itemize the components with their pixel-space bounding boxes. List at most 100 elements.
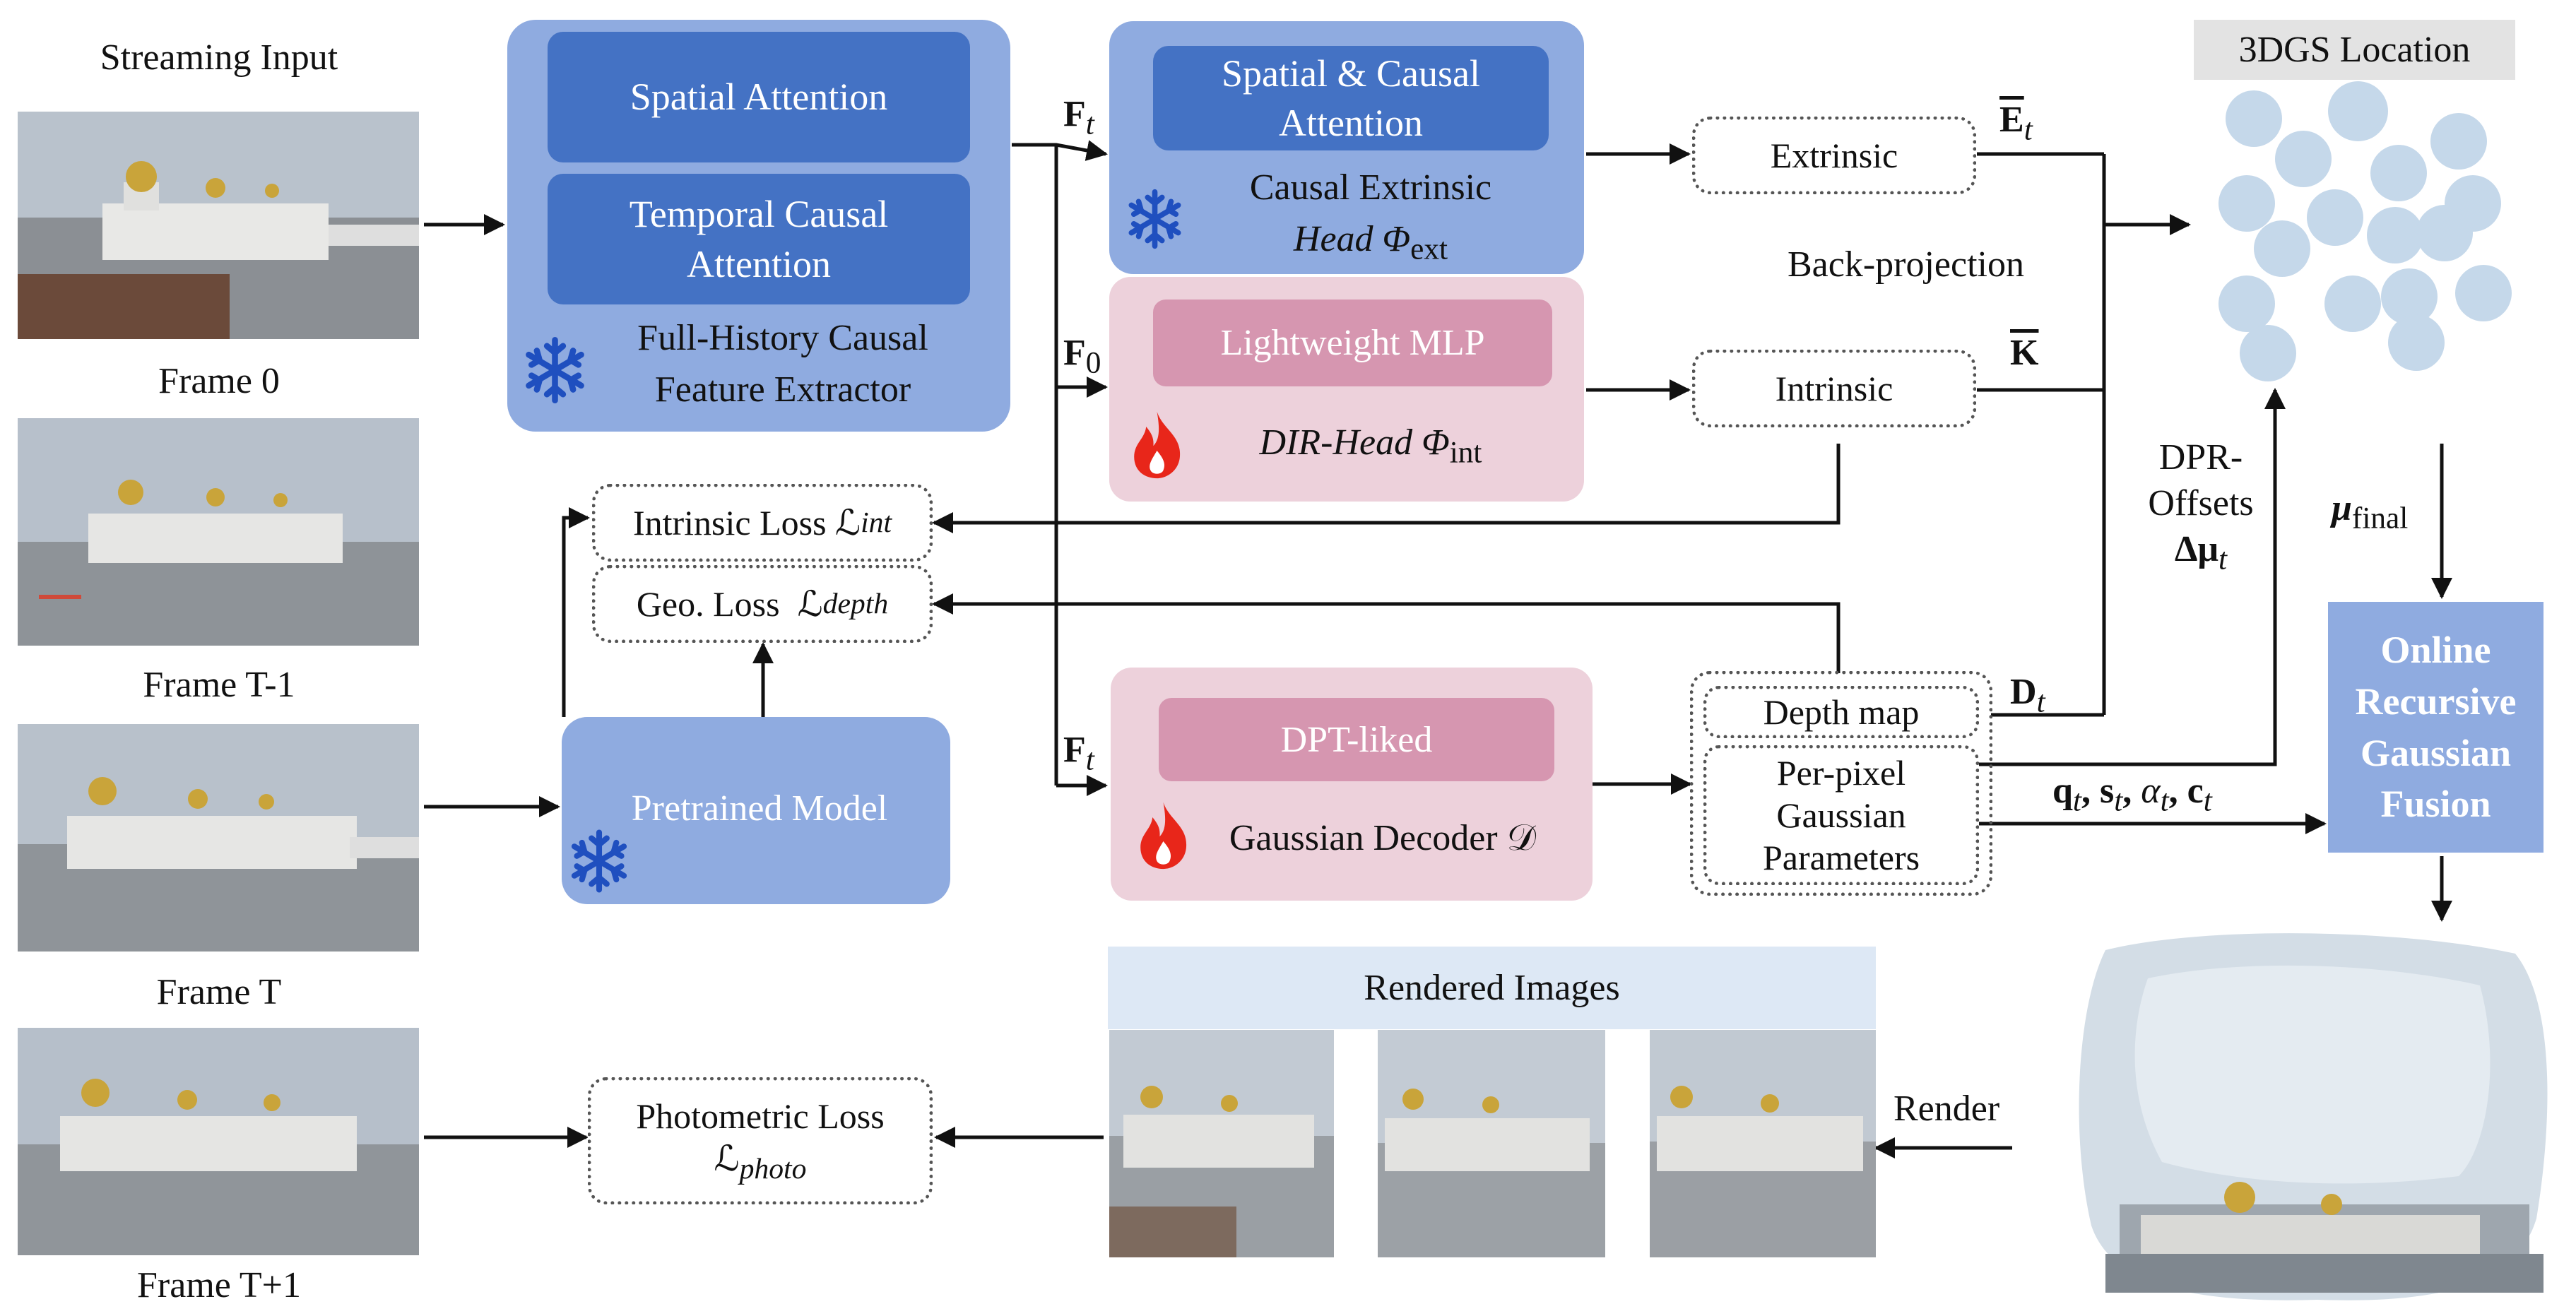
arrow-dpr-offsets (1977, 388, 2286, 766)
photometric-loss-box: Photometric Loss ℒphoto (588, 1077, 933, 1204)
pretrained-model-label: Pretrained Model (631, 788, 888, 829)
temporal-causal-attention-block: Temporal Causal Attention (548, 174, 970, 304)
gaussian-point (2307, 189, 2363, 246)
int-subscript: int (1449, 435, 1482, 470)
flame-icon (1133, 798, 1193, 872)
t-subscript: t (2203, 783, 2212, 818)
rendered-photo (1109, 1030, 1334, 1257)
frame-t-1-label: Frame T-1 (143, 665, 295, 705)
arrow-depth-geoloss (932, 593, 1841, 673)
t-subscript: t (2023, 112, 2033, 147)
dpr-line2: Offsets (2148, 483, 2254, 523)
f-symbol: F (1063, 730, 1086, 770)
t-subscript: t (1085, 742, 1094, 777)
dpr-offsets-label: DPR- Offsets Δμt (2141, 434, 2261, 579)
frame-photo (18, 1028, 419, 1255)
gaussian-point (2388, 314, 2445, 371)
frame-t-plus-1-label: Frame T+1 (137, 1265, 301, 1305)
rendered-image-2 (1378, 1030, 1605, 1257)
3dgs-location-label: 3DGS Location (2194, 20, 2515, 80)
gaussian-point (2416, 205, 2473, 261)
rendered-images-label: Rendered Images (1108, 947, 1876, 1029)
frame-t-1-image (18, 418, 419, 646)
gaussian-point (2226, 90, 2282, 147)
rendered-photo (1378, 1030, 1605, 1257)
fusion-line2: Recursive (2355, 680, 2517, 723)
gaussian-point (2430, 113, 2487, 170)
gaussian-point (2240, 325, 2296, 381)
extrinsic-box: Extrinsic (1692, 117, 1976, 194)
photo-loss-subscript: photo (739, 1153, 807, 1185)
f-symbol: F (1063, 333, 1086, 373)
frame-photo (18, 112, 419, 339)
gaussian-point (2254, 220, 2310, 277)
lightweight-mlp-block: Lightweight MLP (1153, 300, 1552, 386)
dir-head-block: Lightweight MLP DIR-Head Φint (1109, 277, 1584, 502)
k-hat-label: K (2010, 333, 2039, 373)
mu-symbol: μ (2332, 488, 2352, 528)
feature-extractor-label-line2: Feature Extractor (654, 369, 911, 410)
dir-head-label: DIR-Head Φint (1187, 422, 1554, 470)
mu-final-label: μfinal (2332, 487, 2408, 536)
t-subscript: t (1085, 107, 1094, 141)
s-symbol: s (2099, 771, 2115, 811)
arrow-pretrained-intloss (562, 507, 590, 717)
snowflake-icon (1125, 184, 1185, 254)
gaussian-decoder-label: Gaussian Decoder 𝒟 (1229, 818, 1537, 858)
rendered-image-3 (1650, 1030, 1876, 1257)
rendered-image-1 (1109, 1030, 1334, 1257)
gaussian-point (2370, 145, 2427, 201)
pretrained-model-block: Pretrained Model (562, 717, 950, 904)
snowflake-icon (567, 823, 631, 899)
delta-mu-symbol: Δμ (2174, 529, 2219, 569)
rendered-photo (1650, 1030, 1876, 1257)
photometric-loss-text: Photometric Loss (636, 1096, 885, 1136)
dpr-line1: DPR- (2158, 437, 2243, 478)
q-symbol: q (2052, 771, 2073, 811)
frame-t-plus-1-image (18, 1028, 419, 1255)
depth-loss-subscript: depth (822, 588, 889, 620)
t-subscript: t (2160, 783, 2169, 818)
final-subscript: final (2351, 501, 2409, 535)
gaussian-output-group: Depth map Per-pixel Gaussian Parameters (1690, 671, 1992, 896)
ft-label-top: Ft (1063, 93, 1094, 142)
causal-extrinsic-head-label: Causal Extrinsic Head Φext (1187, 162, 1554, 271)
gaussian-point (2218, 175, 2275, 232)
gaussian-decoder-block: DPT-liked Gaussian Decoder 𝒟 (1111, 668, 1593, 901)
e-symbol: E (1999, 100, 2024, 140)
frame-t-label: Frame T (156, 972, 282, 1012)
online-recursive-gaussian-fusion-block: Online Recursive Gaussian Fusion (2328, 602, 2543, 853)
f0-label: F0 (1063, 332, 1101, 381)
fusion-line4: Fusion (2380, 783, 2491, 826)
feature-extractor-block: Spatial Attention Temporal Causal Attent… (507, 20, 1010, 432)
depth-map-box: Depth map (1703, 686, 1979, 738)
per-pixel-gaussian-params-box: Per-pixel Gaussian Parameters (1703, 745, 1979, 885)
arrow-intrinsic-loss (932, 444, 1841, 533)
int-loss-subscript: int (861, 506, 892, 539)
back-projection-label: Back-projection (1788, 244, 2024, 285)
dir-head-label-text: DIR-Head Φ (1259, 422, 1450, 463)
gaussian-attributes-label: qt, st, αt, ct (2052, 771, 2212, 818)
frame-0-image (18, 112, 419, 339)
t-subscript: t (2072, 783, 2081, 818)
alpha-symbol: α (2141, 771, 2161, 811)
arrow-extractor-ft (1012, 140, 1108, 161)
gaussian-point (2367, 207, 2423, 263)
causal-extrinsic-head-block: Spatial & Causal Attention Causal Extrin… (1109, 21, 1584, 274)
ft-label-bottom: Ft (1063, 729, 1094, 778)
e-hat-label: Et (1999, 99, 2033, 148)
render-label: Render (1893, 1089, 2000, 1129)
gaussian-point (2275, 131, 2332, 187)
f-symbol: F (1063, 94, 1086, 134)
photo-loss-symbol: ℒ (714, 1139, 740, 1178)
snowflake-icon (521, 331, 589, 410)
gaussian-point (2218, 275, 2275, 332)
fusion-line1: Online (2380, 628, 2491, 671)
t-subscript: t (2218, 542, 2228, 576)
t-subscript: t (2114, 783, 2123, 818)
causal-extrinsic-head-line1: Causal Extrinsic (1249, 167, 1492, 208)
frame-photo (18, 724, 419, 952)
